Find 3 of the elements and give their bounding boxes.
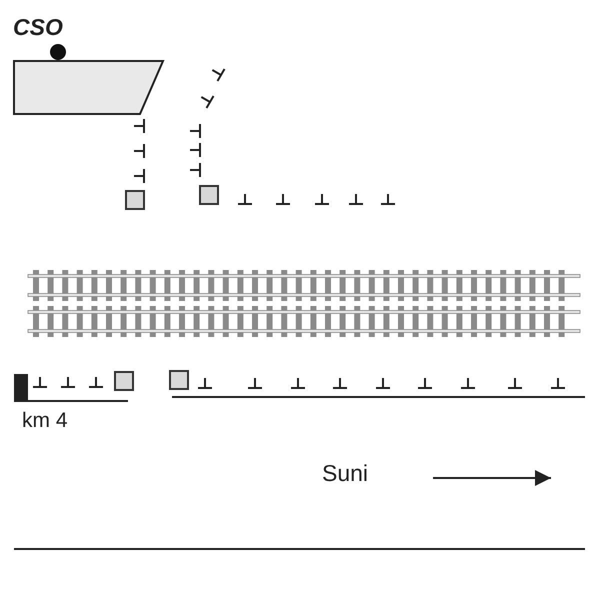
direction-label: Suni [322,462,368,485]
station-label: CSO [13,16,63,39]
km-label: km 4 [22,410,68,431]
